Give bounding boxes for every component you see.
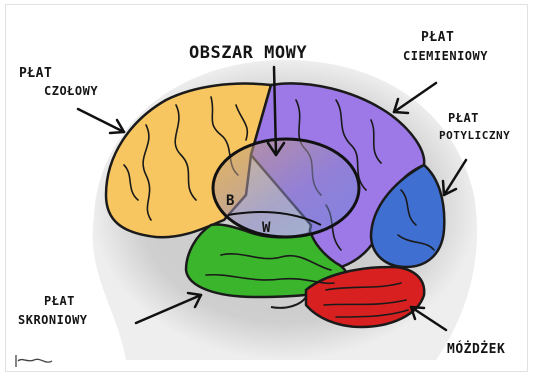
speech-area-title: OBSZAR MOWY <box>189 43 307 63</box>
brain-diagram: B W PŁAT CZOŁOWY OBSZAR MOWY PŁAT CIEMIE… <box>6 5 528 372</box>
frontal-lobe-arrow-icon <box>78 109 124 133</box>
temporal-lobe-label-line1: PŁAT <box>44 294 75 308</box>
brain-diagram-frame: B W PŁAT CZOŁOWY OBSZAR MOWY PŁAT CIEMIE… <box>5 4 528 372</box>
cerebellum-label: MÓŻDŻEK <box>447 341 505 357</box>
occipital-lobe-label-line1: PŁAT <box>448 111 479 125</box>
temporal-lobe-label-line2: SKRONIOWY <box>18 313 88 327</box>
parietal-lobe-label-line2: CIEMIENIOWY <box>403 49 488 63</box>
speech-area-highlight <box>213 139 359 237</box>
parietal-lobe-label-line1: PŁAT <box>421 30 454 45</box>
occipital-lobe-label-line2: POTYLICZNY <box>439 129 510 142</box>
wernicke-area-marker: W <box>262 220 271 236</box>
frontal-lobe-label-line1: PŁAT <box>19 66 52 81</box>
artist-signature <box>16 355 52 367</box>
frontal-lobe-label-line2: CZOŁOWY <box>44 84 98 98</box>
broca-area-marker: B <box>226 193 235 209</box>
